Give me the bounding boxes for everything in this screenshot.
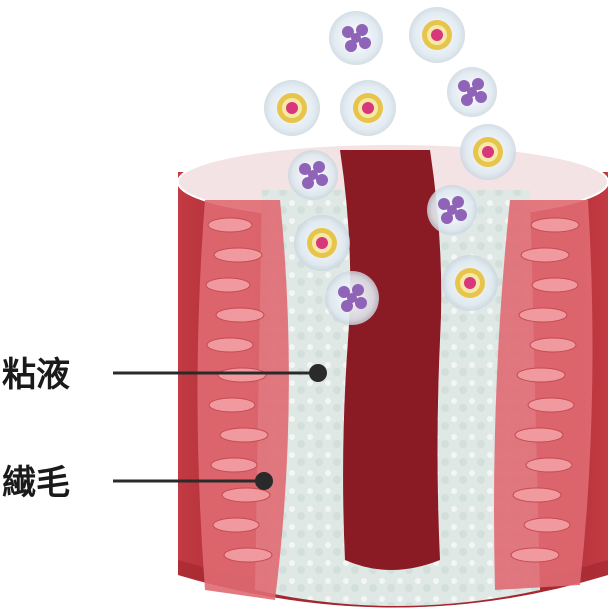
particle-cell-icon — [447, 67, 497, 117]
particle-cell-icon — [329, 11, 383, 65]
bacteria-cell-icon — [409, 7, 465, 63]
mucus-leader-dot — [309, 364, 327, 382]
particle-cell-icon — [325, 271, 379, 325]
bacteria-cell-icon — [460, 124, 516, 180]
bacteria-cell-icon — [264, 80, 320, 136]
particles — [264, 7, 516, 325]
lumen — [340, 150, 442, 570]
cilia-label: 繊毛 — [2, 463, 70, 503]
cilia-right — [494, 200, 593, 590]
particle-cell-icon — [427, 185, 477, 235]
bacteria-cell-icon — [340, 80, 396, 136]
cilia-leader-dot — [255, 472, 273, 490]
leader-lines — [113, 364, 327, 490]
bacteria-cell-icon — [442, 255, 498, 311]
mucus-label: 粘液 — [2, 355, 70, 395]
bacteria-cell-icon — [294, 215, 350, 271]
particle-cell-icon — [288, 150, 338, 200]
cilia-left — [197, 200, 289, 600]
